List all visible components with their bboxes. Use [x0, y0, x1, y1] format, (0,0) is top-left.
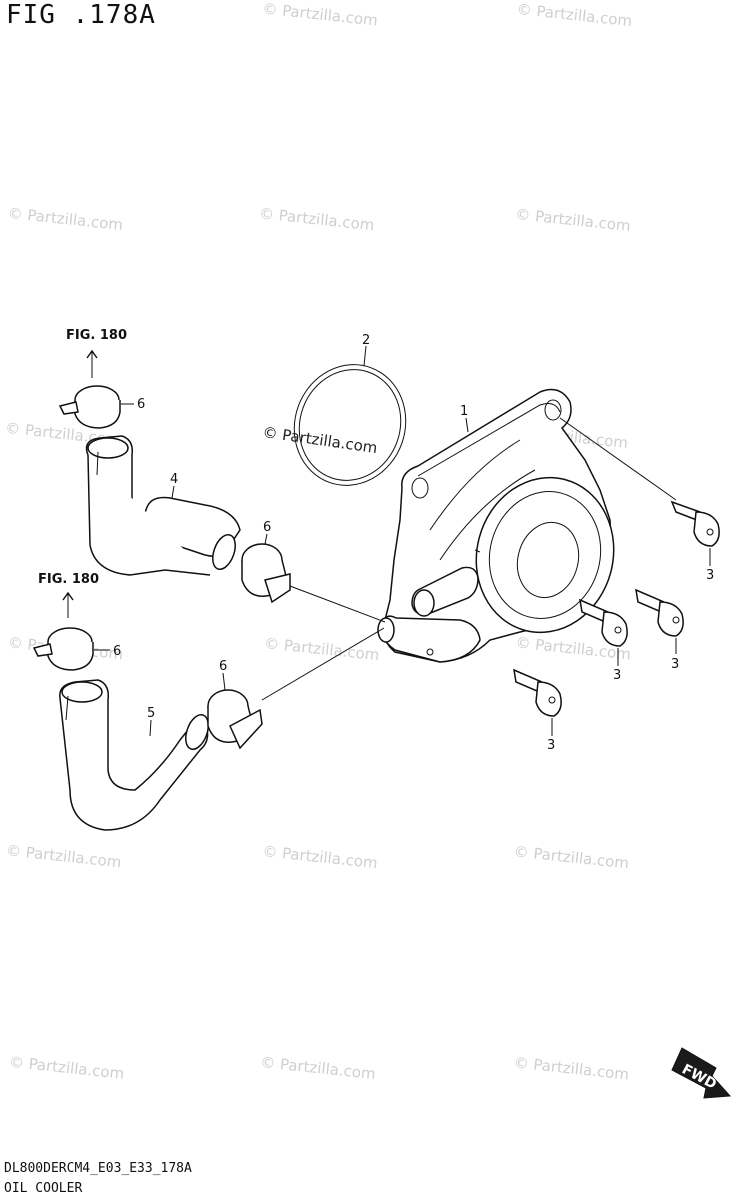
callout-3: 3	[671, 657, 679, 672]
figure-title: FIG .178A	[6, 0, 156, 30]
callout-6: 6	[263, 520, 271, 535]
leader-5	[149, 719, 152, 737]
watermark: © Partzilla.com	[513, 1054, 630, 1084]
callout-4: 4	[170, 472, 178, 487]
oil-cooler	[377, 388, 615, 663]
callout-6: 6	[137, 397, 145, 412]
leader-1	[465, 417, 469, 433]
callout-2: 2	[362, 333, 370, 348]
fig-180-ref-lower: FIG. 180	[38, 572, 99, 618]
fig-180-label: FIG. 180	[38, 572, 99, 587]
diagram-caption: OIL COOLER	[4, 1181, 83, 1196]
watermark: © Partzilla.com	[263, 634, 380, 664]
watermark: © Partzilla.com	[515, 205, 632, 235]
diagram-code: DL800DERCM4_E03_E33_178A	[4, 1161, 192, 1176]
callout-1: 1	[460, 404, 468, 419]
watermark: © Partzilla.com	[7, 204, 124, 234]
watermark: © Partzilla.com	[513, 842, 630, 872]
hose-lower	[59, 679, 209, 831]
watermark: © Partzilla.com	[5, 841, 122, 871]
fig-180-ref-upper: FIG. 180	[66, 328, 127, 378]
callout-3: 3	[547, 738, 555, 753]
watermark: © Partzilla.com	[262, 0, 379, 30]
leader-bolt	[559, 417, 677, 501]
leader-4	[171, 485, 175, 499]
clamp	[207, 689, 263, 750]
o-ring	[293, 345, 407, 486]
fig-180-label: FIG. 180	[66, 328, 127, 343]
watermark: © Partzilla.com	[262, 842, 379, 872]
watermark: © Partzilla.com	[258, 204, 375, 234]
watermark: © Partzilla.com	[259, 1053, 376, 1083]
bolt	[635, 588, 684, 654]
leader-6	[264, 533, 268, 545]
clamp	[241, 543, 291, 604]
bolt	[513, 668, 562, 736]
watermark: © Partzilla.com	[516, 0, 633, 30]
callout-6: 6	[113, 644, 121, 659]
hose-upper	[85, 435, 241, 576]
callout-3: 3	[706, 568, 714, 583]
callout-6: 6	[219, 659, 227, 674]
clamp	[32, 627, 94, 671]
bolt	[579, 598, 628, 666]
watermark: © Partzilla.com	[8, 1053, 125, 1083]
center-watermark: © Partzilla.com	[261, 423, 378, 457]
fwd-arrow: FWD	[671, 1047, 732, 1099]
assembly-line	[261, 627, 385, 701]
bolt	[670, 500, 720, 566]
clamp	[58, 385, 121, 429]
assembly-line	[289, 585, 386, 623]
callout-3: 3	[613, 668, 621, 683]
callout-5: 5	[147, 706, 155, 721]
leader-6	[222, 672, 226, 691]
